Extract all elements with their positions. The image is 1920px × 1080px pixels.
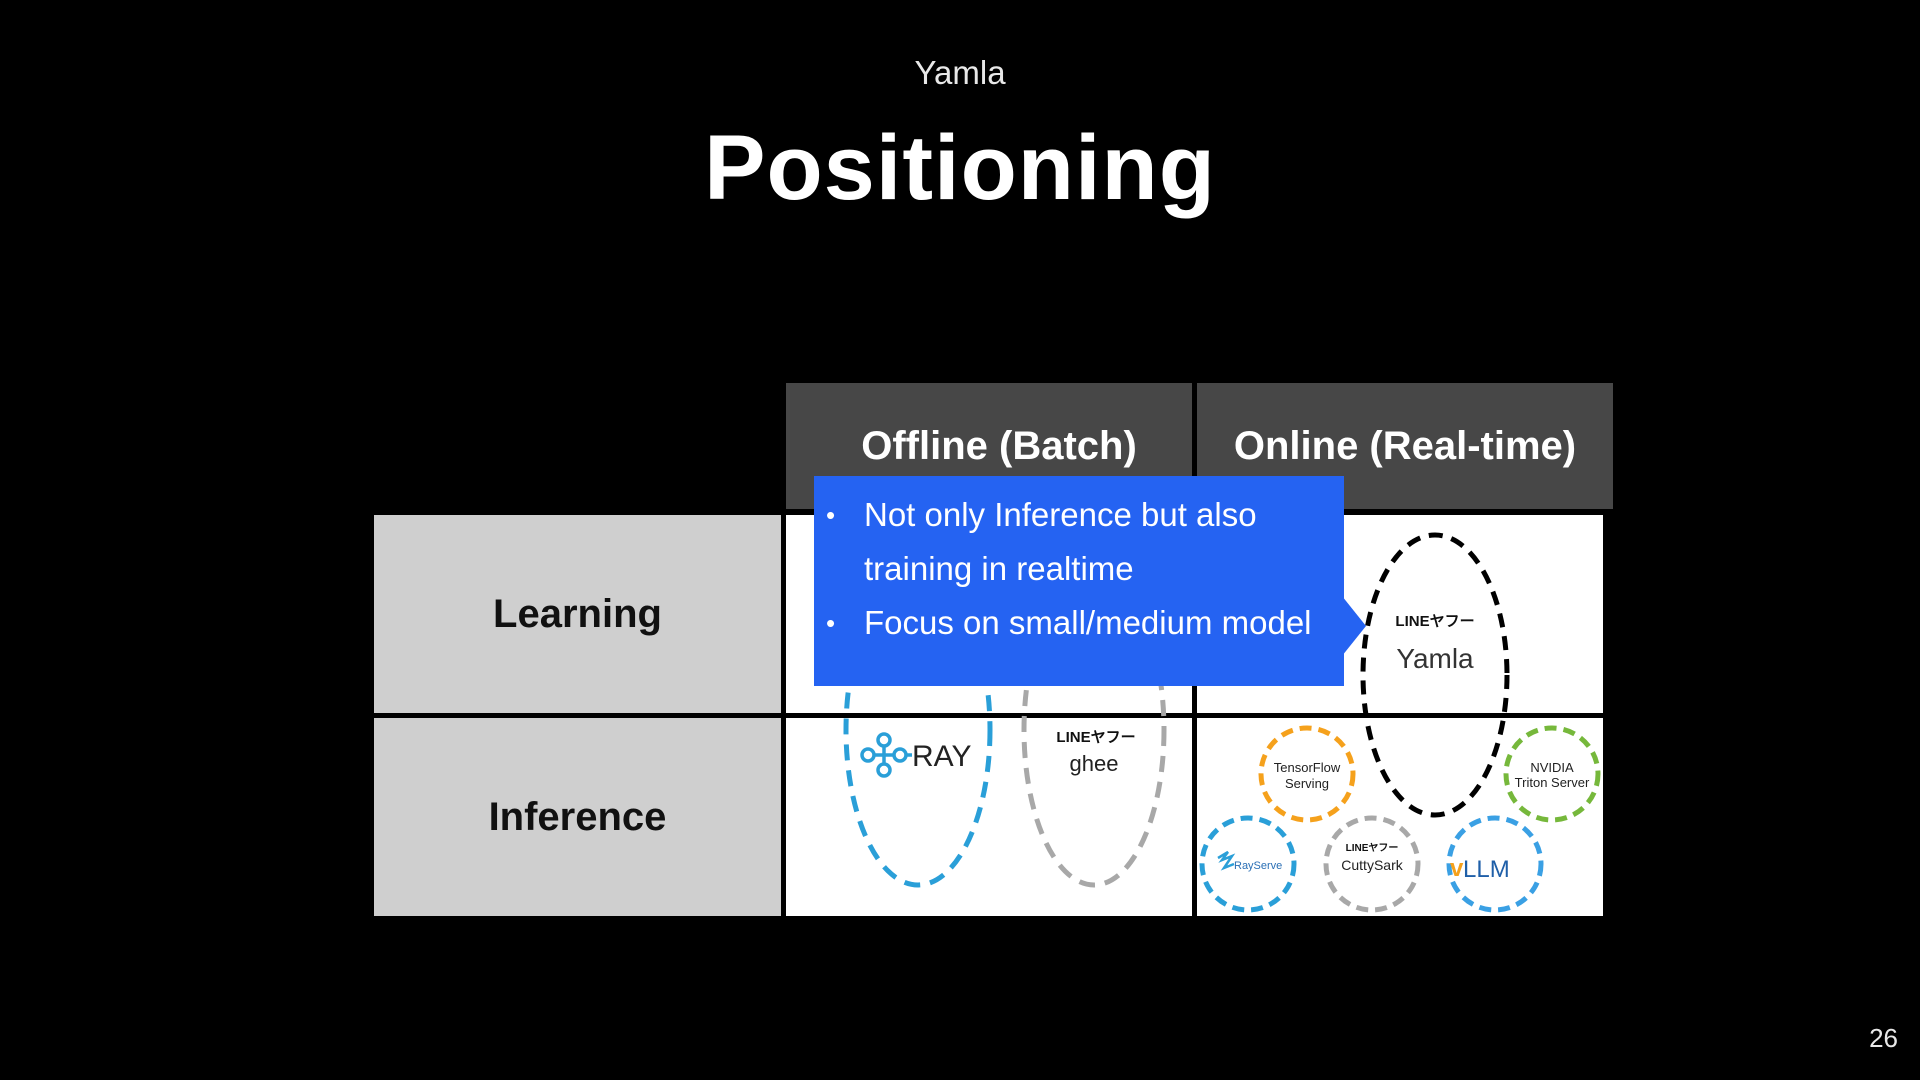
tensorflow-serving-text-1: TensorFlow — [1274, 760, 1341, 775]
slide-title: Positioning — [704, 117, 1216, 219]
ghee-logo-text: ghee — [1070, 751, 1119, 776]
page-number: 26 — [1869, 1023, 1898, 1053]
column-header-offline-label: Offline (Batch) — [861, 423, 1137, 468]
ray-logo-icon — [860, 732, 912, 778]
rayserve-circle — [1199, 815, 1297, 913]
vllm-text: LLM — [1463, 856, 1510, 883]
yamla-ellipse — [1360, 532, 1510, 818]
callout-box: • Not only Inference but also training in… — [814, 476, 1344, 686]
rayserve-text: RayServe — [1234, 860, 1282, 872]
cell-inference-offline — [786, 718, 1192, 916]
callout-list: • Not only Inference but also training in… — [826, 488, 1326, 650]
tensorflow-serving-circle — [1258, 725, 1356, 823]
nvidia-triton-text-2: Triton Server — [1515, 775, 1590, 790]
cuttysark-circle — [1323, 815, 1421, 913]
cuttysark-brand-text: LINEヤフー — [1346, 842, 1399, 854]
slide-subtitle: Yamla — [914, 54, 1006, 91]
callout-text-2: training in realtime — [864, 550, 1134, 587]
callout-item: • Focus on small/medium model — [826, 596, 1326, 650]
nvidia-triton-circle — [1503, 725, 1601, 823]
yamla-brand-text: LINEヤフー — [1395, 613, 1474, 630]
ghee-brand-text: LINEヤフー — [1056, 729, 1135, 746]
callout-bullet: • — [826, 608, 836, 638]
vllm-circle — [1446, 815, 1544, 913]
callout-text-3: Focus on small/medium model — [864, 604, 1312, 641]
tensorflow-serving-text-2: Serving — [1285, 776, 1329, 791]
callout-pointer — [1342, 596, 1366, 656]
row-label-inference-text: Inference — [488, 794, 667, 839]
row-label-inference: Inference — [374, 718, 781, 916]
row-label-learning-text: Learning — [493, 591, 662, 636]
callout-item: • Not only Inference but also — [826, 488, 1326, 542]
callout-item-continued: training in realtime — [826, 542, 1326, 596]
ray-logo-text: RAY — [912, 740, 971, 773]
row-label-learning: Learning — [374, 515, 781, 713]
cuttysark-text: CuttySark — [1341, 857, 1403, 873]
nvidia-triton-text-1: NVIDIA — [1530, 760, 1574, 775]
rayserve-icon — [1217, 850, 1236, 871]
callout-text-1: Not only Inference but also — [864, 496, 1257, 533]
vllm-v-text: v — [1450, 855, 1464, 882]
callout-bullet: • — [826, 500, 836, 530]
column-header-online-label: Online (Real-time) — [1233, 423, 1577, 468]
yamla-logo-text: Yamla — [1396, 643, 1474, 674]
